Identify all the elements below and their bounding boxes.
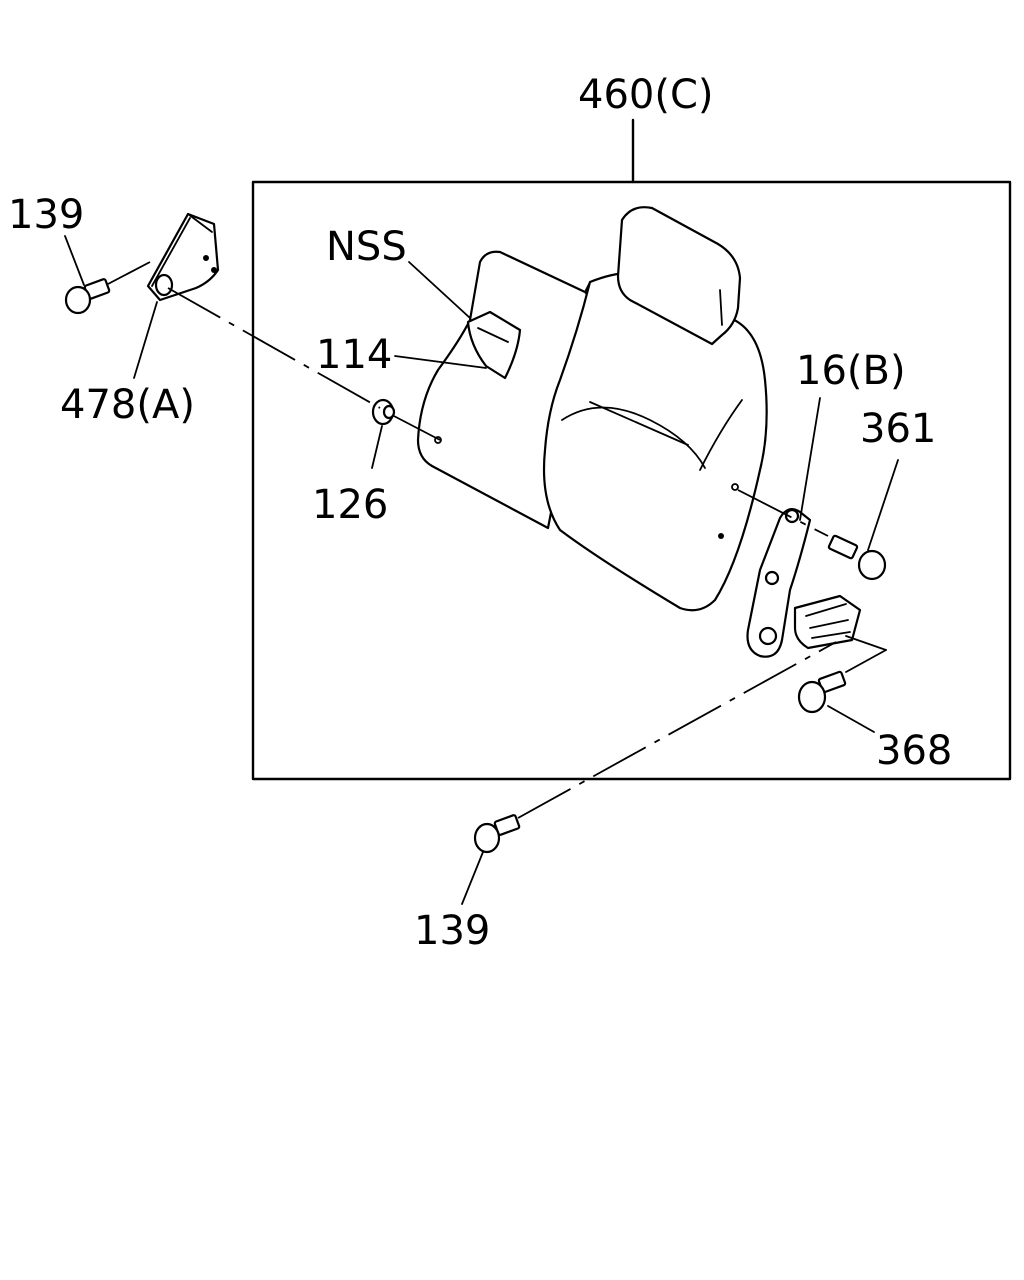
label-bolt-368: 368 bbox=[876, 728, 952, 774]
bolt-139-top bbox=[64, 261, 151, 315]
bolt-139-bottom bbox=[473, 641, 837, 854]
assembly-frame bbox=[251, 180, 1012, 781]
bolt-361 bbox=[737, 489, 887, 581]
label-bolt-139-bottom: 139 bbox=[414, 908, 490, 954]
bolt-368 bbox=[797, 635, 887, 714]
seat-back-cushion bbox=[416, 206, 768, 612]
assembly-line-left bbox=[167, 287, 381, 409]
label-hinge-16b: 16(B) bbox=[796, 348, 906, 394]
label-bolt-139-top: 139 bbox=[8, 192, 84, 238]
part-114-cover-tab bbox=[466, 310, 522, 380]
label-nss: NSS bbox=[326, 224, 407, 270]
label-bracket-478a: 478(A) bbox=[60, 382, 195, 428]
leader-lines bbox=[64, 235, 899, 905]
label-part-114: 114 bbox=[316, 332, 392, 378]
label-bolt-361: 361 bbox=[860, 406, 936, 452]
part-126-grommet bbox=[371, 398, 442, 444]
bracket-478a bbox=[146, 212, 220, 302]
label-assembly-460c: 460(C) bbox=[578, 72, 714, 118]
hinge-16b bbox=[746, 507, 862, 658]
label-part-126: 126 bbox=[312, 482, 388, 528]
